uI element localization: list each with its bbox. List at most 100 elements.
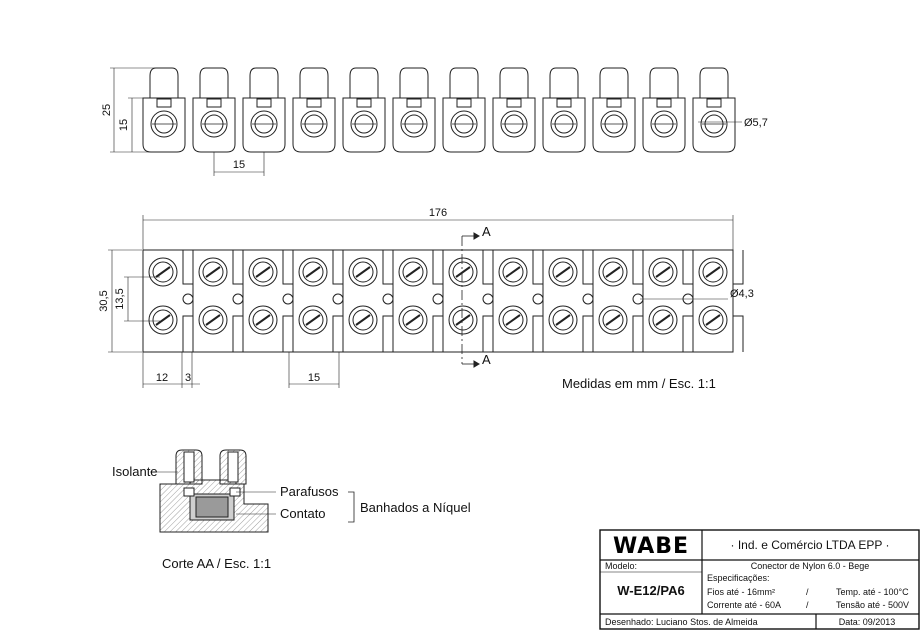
screw-outer-ring bbox=[598, 305, 628, 335]
terminal-hole-outer bbox=[550, 110, 578, 138]
mounting-hole bbox=[232, 293, 244, 305]
screw-slot bbox=[355, 266, 371, 278]
top-terminal bbox=[592, 249, 644, 353]
screw bbox=[548, 257, 578, 287]
terminal-screw-head bbox=[456, 98, 472, 108]
screw bbox=[198, 257, 228, 287]
screw-head bbox=[702, 261, 724, 283]
screw-head bbox=[152, 309, 174, 331]
terminal-body bbox=[242, 97, 286, 153]
terminal-cap bbox=[299, 67, 329, 98]
mounting-hole bbox=[582, 293, 594, 305]
screw bbox=[148, 257, 178, 287]
screw-slot bbox=[205, 266, 221, 278]
terminal-screw-head bbox=[706, 98, 722, 108]
screw-head bbox=[452, 261, 474, 283]
front-terminal bbox=[292, 67, 336, 153]
screw bbox=[598, 305, 628, 335]
terminal-hole-outer bbox=[300, 110, 328, 138]
screw-head bbox=[152, 261, 174, 283]
front-terminal bbox=[142, 67, 186, 153]
terminal-cap bbox=[149, 67, 179, 98]
screw-head bbox=[352, 309, 374, 331]
terminal-screw-head bbox=[156, 98, 172, 108]
screw-slot bbox=[405, 314, 421, 326]
screw-head bbox=[502, 261, 524, 283]
top-terminal bbox=[142, 249, 194, 353]
screw-slot bbox=[605, 314, 621, 326]
mounting-hole bbox=[182, 293, 194, 305]
dim-front-height-body: 15 bbox=[118, 119, 130, 131]
screw-slot bbox=[355, 314, 371, 326]
screw-slot bbox=[155, 314, 171, 326]
spec-temp: Temp. até - 100°C bbox=[836, 587, 909, 597]
screw-slot bbox=[255, 266, 271, 278]
top-terminal bbox=[292, 249, 344, 353]
screw-head bbox=[302, 309, 324, 331]
screw-outer-ring bbox=[198, 257, 228, 287]
screw-head bbox=[452, 309, 474, 331]
terminal-hole-outer bbox=[350, 110, 378, 138]
terminal-hole-outer bbox=[600, 110, 628, 138]
terminal-hole-outer bbox=[400, 110, 428, 138]
terminal-cap bbox=[699, 67, 729, 98]
spec-fios: Fios até - 16mm² bbox=[707, 587, 775, 597]
spec-sep-1: / bbox=[806, 587, 809, 597]
spec-sep-2: / bbox=[806, 600, 809, 610]
screw bbox=[648, 305, 678, 335]
terminal-cap bbox=[399, 67, 429, 98]
screw-slot bbox=[155, 266, 171, 278]
mounting-hole bbox=[482, 293, 494, 305]
terminal-body bbox=[542, 97, 586, 153]
label-parafusos: Parafusos bbox=[280, 484, 339, 499]
mounting-hole bbox=[282, 293, 294, 305]
screw-outer-ring bbox=[548, 305, 578, 335]
drawing-date: Data: 09/2013 bbox=[839, 617, 896, 627]
terminal-screw-head bbox=[606, 98, 622, 108]
screw-outer-ring bbox=[448, 305, 478, 335]
screw-head bbox=[602, 309, 624, 331]
screw-head bbox=[352, 261, 374, 283]
screw bbox=[348, 305, 378, 335]
screw-head bbox=[552, 261, 574, 283]
terminal-body bbox=[142, 97, 186, 153]
screw bbox=[398, 257, 428, 287]
top-terminal bbox=[492, 249, 544, 353]
screw-slot bbox=[305, 266, 321, 278]
screw-slot bbox=[705, 266, 721, 278]
screw-outer-ring bbox=[248, 305, 278, 335]
screw-head bbox=[602, 261, 624, 283]
screw bbox=[598, 257, 628, 287]
terminal-hole-outer bbox=[150, 110, 178, 138]
screw-slot bbox=[555, 314, 571, 326]
terminal-body bbox=[342, 97, 386, 153]
terminal-hole-outer bbox=[200, 110, 228, 138]
terminal-cap bbox=[249, 67, 279, 98]
terminal-body bbox=[492, 97, 536, 153]
top-terminal bbox=[242, 249, 294, 353]
section-marker-bottom: A bbox=[482, 352, 491, 367]
screw-slot bbox=[455, 266, 471, 278]
screw-slot bbox=[605, 266, 621, 278]
terminal-hole-outer bbox=[450, 110, 478, 138]
section-caption: Corte AA / Esc. 1:1 bbox=[162, 556, 271, 571]
terminal-body bbox=[392, 97, 436, 153]
screw-outer-ring bbox=[348, 305, 378, 335]
screw-outer-ring bbox=[298, 257, 328, 287]
screw bbox=[498, 305, 528, 335]
terminal-screw-head bbox=[256, 98, 272, 108]
front-terminal bbox=[442, 67, 486, 153]
dim-top-gap: 3 bbox=[185, 372, 191, 384]
terminal-cap bbox=[549, 67, 579, 98]
section-marker-top: A bbox=[482, 224, 491, 239]
screw-slot bbox=[505, 266, 521, 278]
front-terminal bbox=[592, 67, 636, 153]
screw-slot bbox=[705, 314, 721, 326]
top-terminal bbox=[392, 249, 444, 353]
terminal-screw-head bbox=[406, 98, 422, 108]
screw-slot bbox=[205, 314, 221, 326]
terminal-screw-head bbox=[556, 98, 572, 108]
terminal-hole-outer bbox=[250, 110, 278, 138]
screw bbox=[498, 257, 528, 287]
front-terminal bbox=[342, 67, 386, 153]
